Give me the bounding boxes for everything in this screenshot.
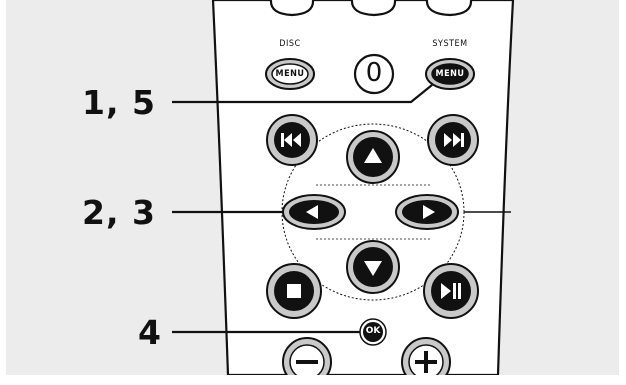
up-arrow-icon <box>364 148 382 163</box>
minus-icon <box>296 360 318 364</box>
play-pause-icon <box>441 283 461 299</box>
previous-button[interactable] <box>266 114 318 166</box>
minus-button[interactable] <box>282 337 332 385</box>
callout-menu-steps: 1, 5 <box>82 83 156 122</box>
disc-label: DISC <box>279 39 301 49</box>
play-pause-button[interactable] <box>423 263 479 319</box>
down-arrow-icon <box>364 261 382 276</box>
down-button[interactable] <box>346 240 400 294</box>
zero-button[interactable] <box>353 53 395 95</box>
leader-lines <box>172 84 433 334</box>
stop-icon <box>287 284 301 298</box>
right-arrow-icon <box>423 205 435 219</box>
next-icon <box>444 133 464 147</box>
nav-divider <box>316 184 430 240</box>
left-arrow-icon <box>306 205 318 219</box>
next-button[interactable] <box>427 114 479 166</box>
stop-button[interactable] <box>266 263 322 319</box>
number-buttons-top <box>269 0 473 17</box>
system-label: SYSTEM <box>432 39 468 49</box>
plus-icon <box>415 351 437 373</box>
left-button[interactable] <box>282 194 346 230</box>
plus-button[interactable] <box>401 337 451 385</box>
system-menu-button[interactable] <box>425 58 475 90</box>
remote-body <box>211 0 515 377</box>
zero-label: 0 <box>365 58 383 88</box>
ok-label: OK <box>365 326 381 336</box>
callout-nav-steps: 2, 3 <box>82 193 156 232</box>
leader-line-menu <box>172 84 433 104</box>
callout-ok-step: 4 <box>138 313 162 352</box>
ok-button[interactable] <box>359 318 387 346</box>
disc-menu-label: MENU <box>275 69 305 79</box>
right-button[interactable] <box>395 194 459 230</box>
previous-icon <box>281 133 301 147</box>
system-menu-label: MENU <box>435 69 465 79</box>
disc-menu-button[interactable] <box>265 58 315 90</box>
up-button[interactable] <box>346 130 400 184</box>
